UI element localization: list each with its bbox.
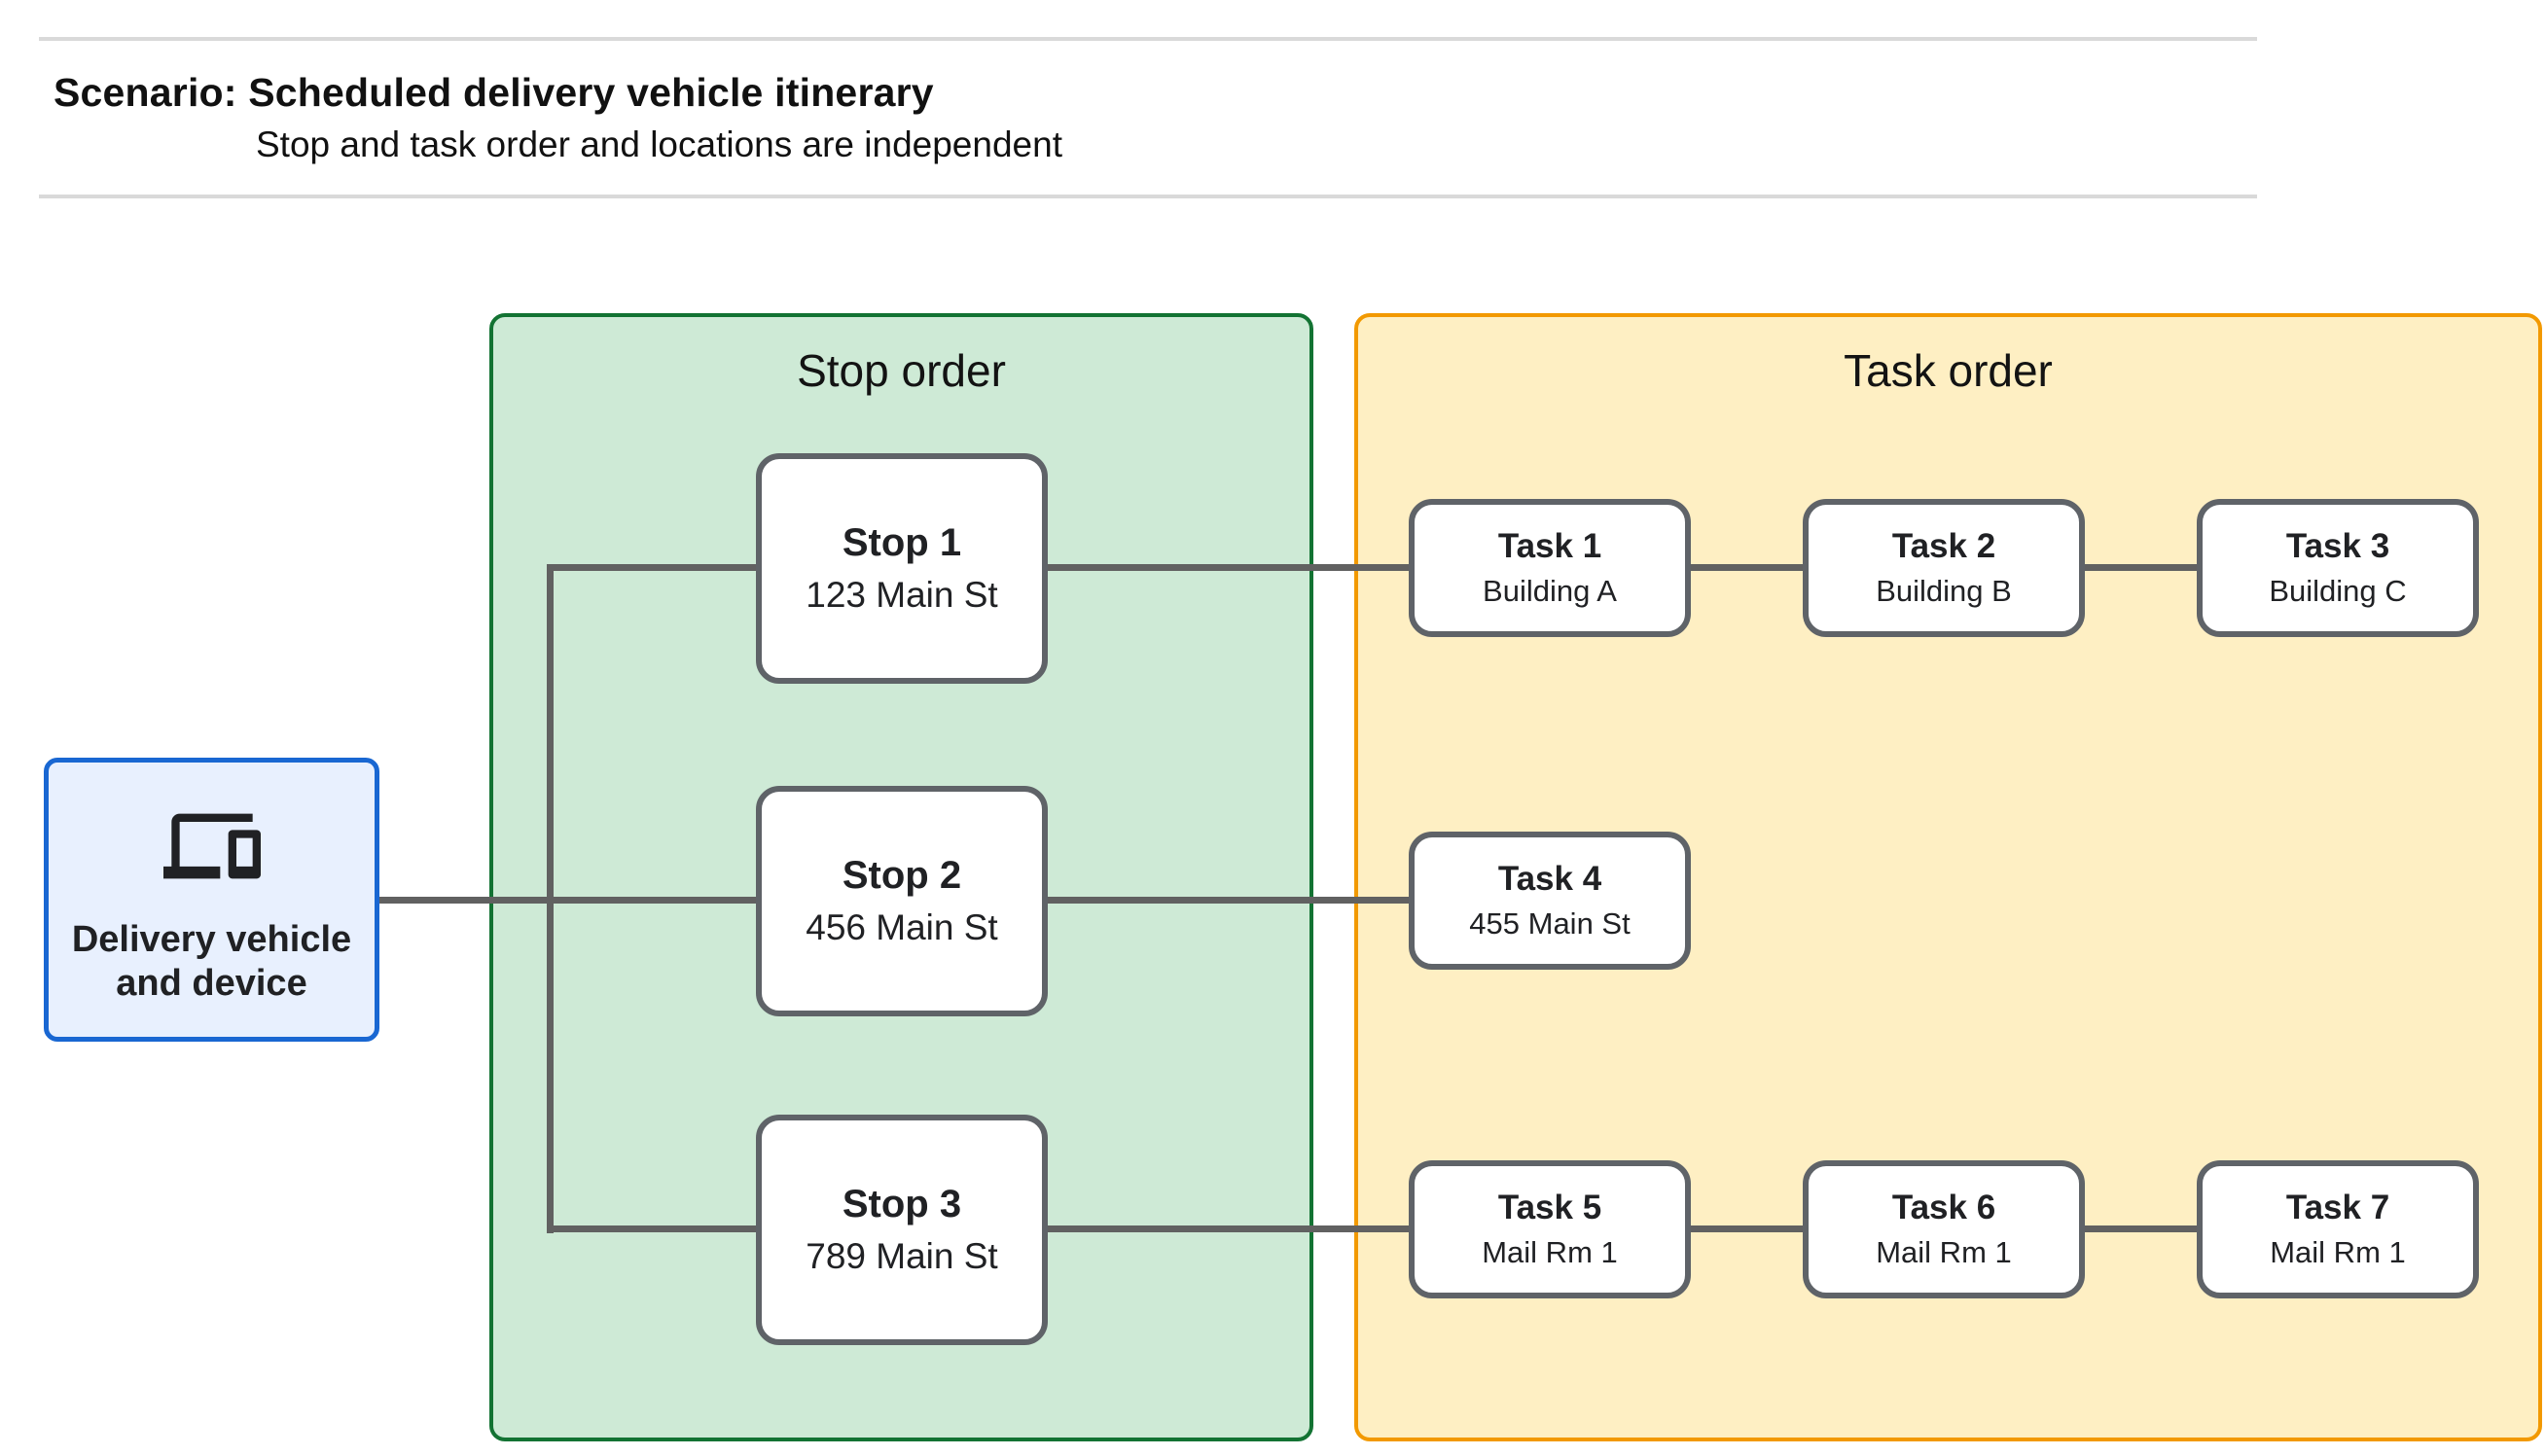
stop-2-title: Stop 2 [842,854,962,897]
stop-3-node: Stop 3 789 Main St [756,1115,1048,1345]
task-7-title: Task 7 [2285,1189,2390,1226]
delivery-vehicle-node: Delivery vehicle and device [44,758,379,1042]
task-1-location: Building A [1483,574,1617,608]
task-1-node: Task 1 Building A [1409,499,1691,637]
bottom-divider [39,195,2257,198]
stop-3-title: Stop 3 [842,1183,962,1225]
task-5-node: Task 5 Mail Rm 1 [1409,1160,1691,1298]
connector-task5-task6 [1689,1225,1805,1232]
delivery-vehicle-label: Delivery vehicle and device [71,919,352,1004]
task-7-location: Mail Rm 1 [2270,1235,2406,1269]
page-title: Scenario: Scheduled delivery vehicle iti… [54,70,934,115]
connector-stop2-task4 [1046,897,1411,904]
task-4-location: 455 Main St [1469,906,1631,941]
task-2-title: Task 2 [1891,527,1996,565]
connector-branch-stop1 [547,564,757,571]
task-3-title: Task 3 [2285,527,2390,565]
task-2-location: Building B [1876,574,2012,608]
connector-stop3-task5 [1046,1225,1411,1232]
stop-3-location: 789 Main St [806,1236,998,1276]
devices-icon [162,813,261,879]
stop-2-location: 456 Main St [806,907,998,947]
task-5-title: Task 5 [1497,1189,1602,1226]
page-subtitle: Stop and task order and locations are in… [256,124,1062,164]
connector-branch-stop3 [547,1225,757,1232]
task-6-node: Task 6 Mail Rm 1 [1803,1160,2085,1298]
task-6-title: Task 6 [1891,1189,1996,1226]
task-order-panel-title: Task order [1844,345,2053,396]
connector-task1-task2 [1689,564,1805,571]
connector-vehicle-to-stops [377,897,757,904]
task-3-node: Task 3 Building C [2197,499,2479,637]
connector-task2-task3 [2083,564,2199,571]
task-2-node: Task 2 Building B [1803,499,2085,637]
task-7-node: Task 7 Mail Rm 1 [2197,1160,2479,1298]
task-5-location: Mail Rm 1 [1482,1235,1618,1269]
task-4-node: Task 4 455 Main St [1409,832,1691,970]
stop-1-title: Stop 1 [842,521,962,564]
connector-trunk [547,564,554,1233]
stop-1-node: Stop 1 123 Main St [756,453,1048,684]
task-6-location: Mail Rm 1 [1876,1235,2012,1269]
stop-2-node: Stop 2 456 Main St [756,786,1048,1016]
task-3-location: Building C [2269,574,2407,608]
top-divider [39,37,2257,41]
connector-stop1-task1 [1046,564,1411,571]
task-1-title: Task 1 [1497,527,1602,565]
stop-1-location: 123 Main St [806,575,998,615]
task-4-title: Task 4 [1497,860,1602,898]
connector-task6-task7 [2083,1225,2199,1232]
stop-order-panel-title: Stop order [797,345,1006,396]
